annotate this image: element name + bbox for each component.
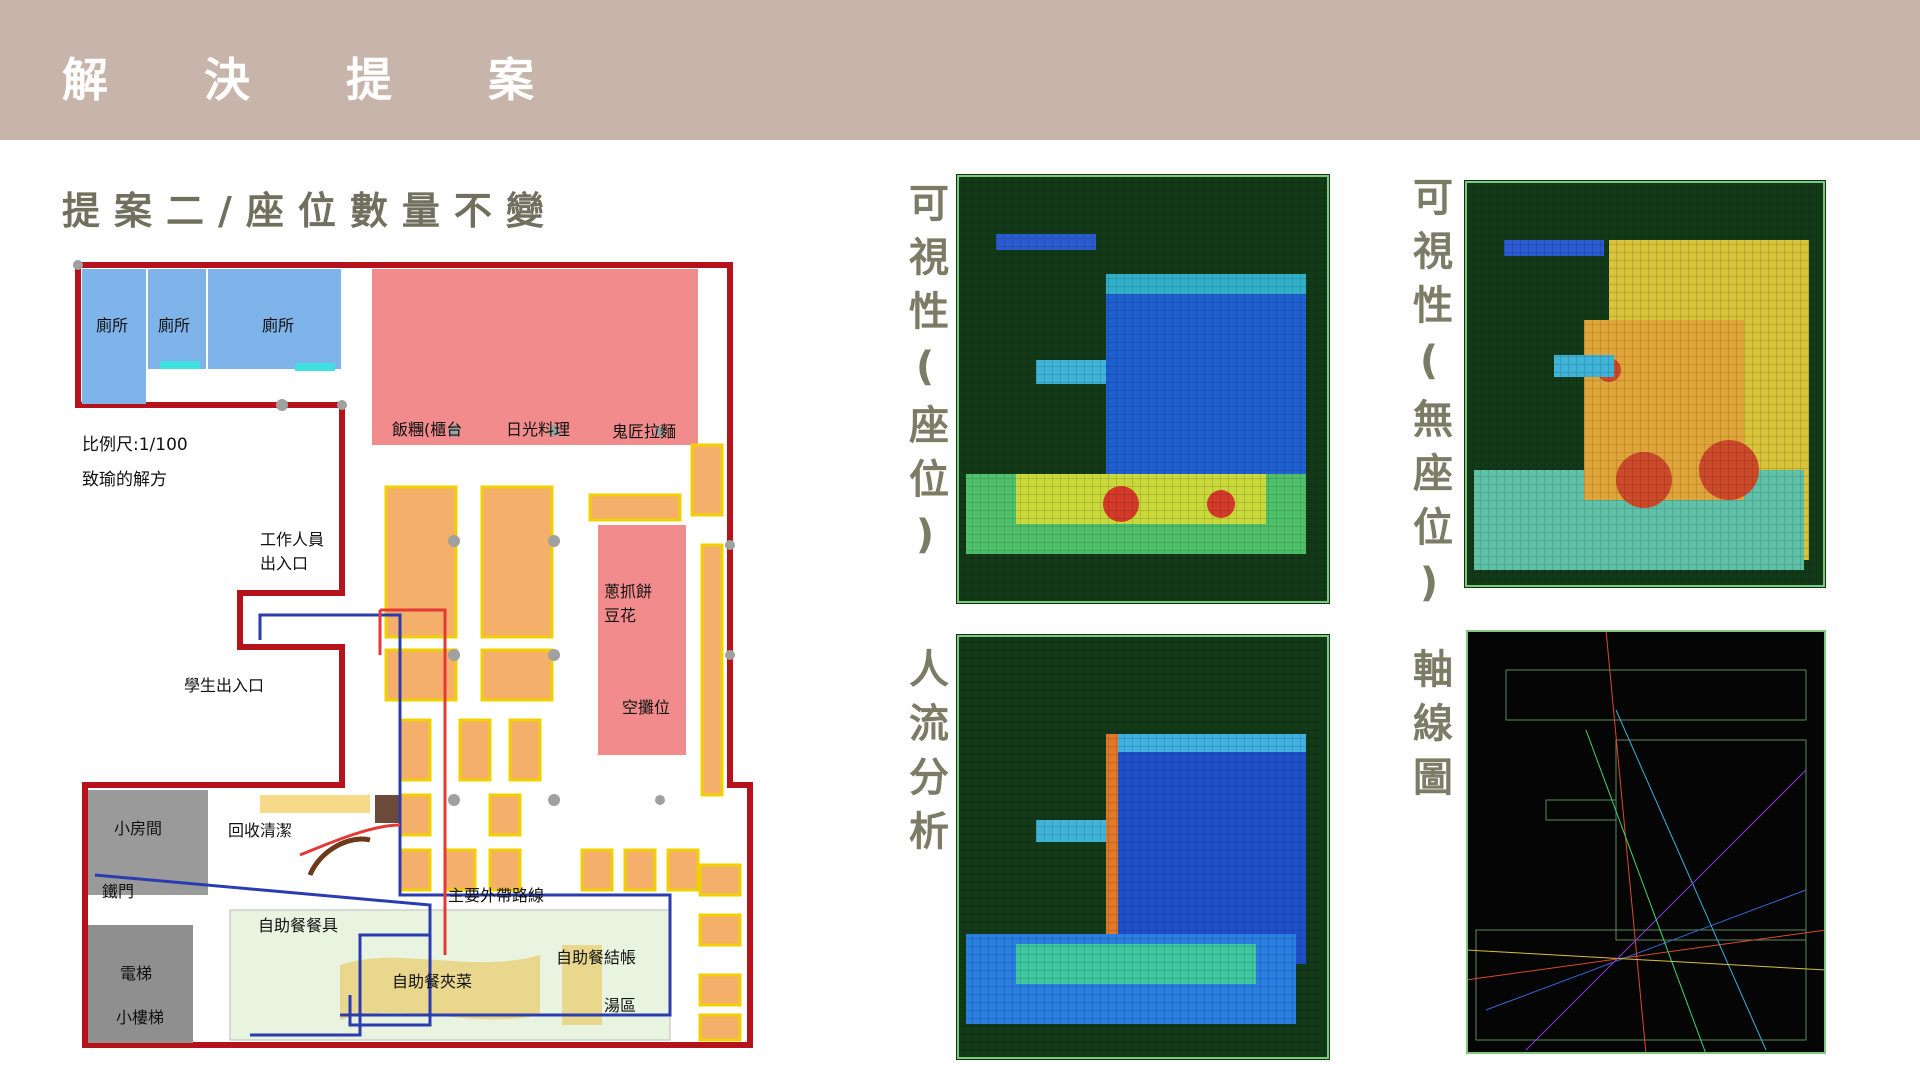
- toilet-label-1: 廁所: [96, 316, 129, 335]
- outer-wall: [75, 262, 753, 1048]
- stairs-label: 小樓梯: [116, 1008, 165, 1027]
- main-route-label: 主要外帶路線: [448, 886, 545, 905]
- visibility-seats-map: [956, 174, 1330, 604]
- student-entrance-label: 學生出入口: [184, 676, 265, 695]
- toilet-room-2: [148, 269, 206, 369]
- toilet-room-3: [208, 269, 341, 369]
- panel-label-visibility-empty: 可視性(無座位): [1406, 176, 1452, 620]
- buffet-food-area: [340, 955, 540, 1020]
- staff-route: [378, 608, 447, 955]
- panel-label-flow: 人流分析: [902, 648, 948, 864]
- stall-label-rice: 飯糰(櫃台: [392, 420, 463, 439]
- toilet-label-3: 廁所: [262, 316, 295, 335]
- stall-label-scallion: 蔥抓餅 豆花: [604, 582, 653, 625]
- side-stalls: [598, 525, 686, 755]
- stall-label-empty: 空攤位: [622, 698, 671, 717]
- recycle-label: 回收清潔: [228, 821, 293, 840]
- food-stalls: [372, 269, 698, 445]
- toilet-label-2: 廁所: [158, 316, 191, 335]
- panel-label-visibility-seats: 可視性(座位): [902, 182, 948, 572]
- header-title: 解 決 提 案: [62, 53, 575, 107]
- subtitle: 提案二/座位數量不變: [62, 189, 558, 233]
- scale-label: 比例尺:1/100: [82, 435, 188, 455]
- elevator-room: [88, 925, 193, 1043]
- visibility-empty-map: [1464, 180, 1826, 588]
- small-room-label: 小房間: [114, 819, 163, 838]
- stall-label-sun: 日光料理: [506, 420, 571, 439]
- stall-label-ramen: 鬼匠拉麵: [612, 422, 677, 441]
- utensils-label: 自助餐餐具: [258, 916, 339, 935]
- buffet-food-label: 自助餐夾菜: [392, 972, 473, 991]
- columns: [73, 260, 735, 806]
- iron-door-label: 鐵門: [102, 882, 135, 901]
- toilet-room-1: [82, 269, 146, 404]
- checkout-label: 自助餐結帳: [556, 948, 637, 967]
- staff-entrance-label: 工作人員 出入口: [260, 530, 325, 573]
- axial-map: [1466, 630, 1826, 1054]
- author-label: 致瑜的解方: [82, 470, 167, 490]
- floor-plan: [73, 260, 753, 1048]
- take-out-route: [94, 613, 672, 1037]
- elevator-label: 電梯: [120, 964, 153, 983]
- soup-label: 湯區: [604, 996, 637, 1015]
- panel-label-axial: 軸線圖: [1406, 648, 1452, 810]
- header-bar: 解 決 提 案: [0, 0, 1920, 140]
- flow-map: [956, 634, 1330, 1060]
